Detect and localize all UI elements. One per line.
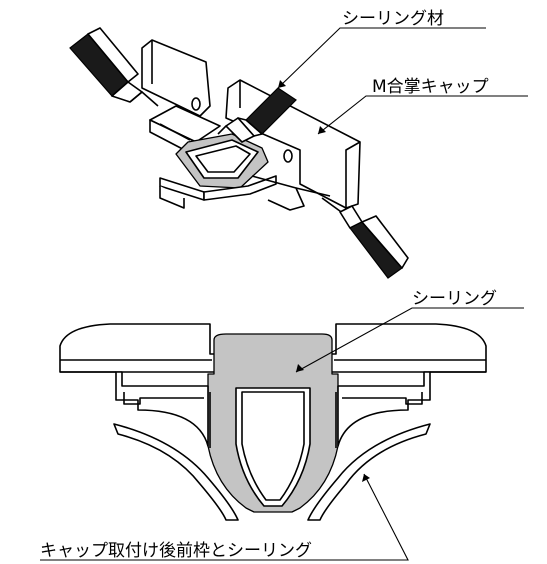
leader-sealing-material <box>277 27 486 89</box>
cap-back-plate <box>141 39 211 117</box>
label-m-gassho-cap: M合掌キャップ <box>372 77 489 97</box>
leader-lines <box>40 27 528 561</box>
leader-m-gassho-cap <box>317 95 528 135</box>
leader-bottom-caption <box>40 473 409 561</box>
cap-isometric-illustration <box>69 27 409 279</box>
cap-center-body <box>159 133 331 211</box>
right-caulking-gun <box>321 197 409 279</box>
arrow-head <box>278 80 286 88</box>
arrow-head <box>318 126 326 134</box>
center-caulking-gun <box>217 87 297 143</box>
label-sealing: シーリング <box>412 289 497 309</box>
leader-sealing <box>295 307 524 373</box>
arrow-head <box>296 364 304 372</box>
cap-center-window <box>235 387 311 507</box>
front-frame-right-fill <box>307 423 431 521</box>
label-bottom-caption: キャップ取付け後前枠とシーリング <box>40 541 312 561</box>
label-sealing-material: シーリング材 <box>342 9 444 29</box>
front-frame-left-fill <box>113 423 239 521</box>
cap-right-chamber <box>337 371 431 447</box>
arrow-head <box>362 474 370 482</box>
cap-left-chamber <box>115 371 209 447</box>
cap-cross-section <box>59 323 487 521</box>
left-caulking-gun <box>69 27 159 107</box>
